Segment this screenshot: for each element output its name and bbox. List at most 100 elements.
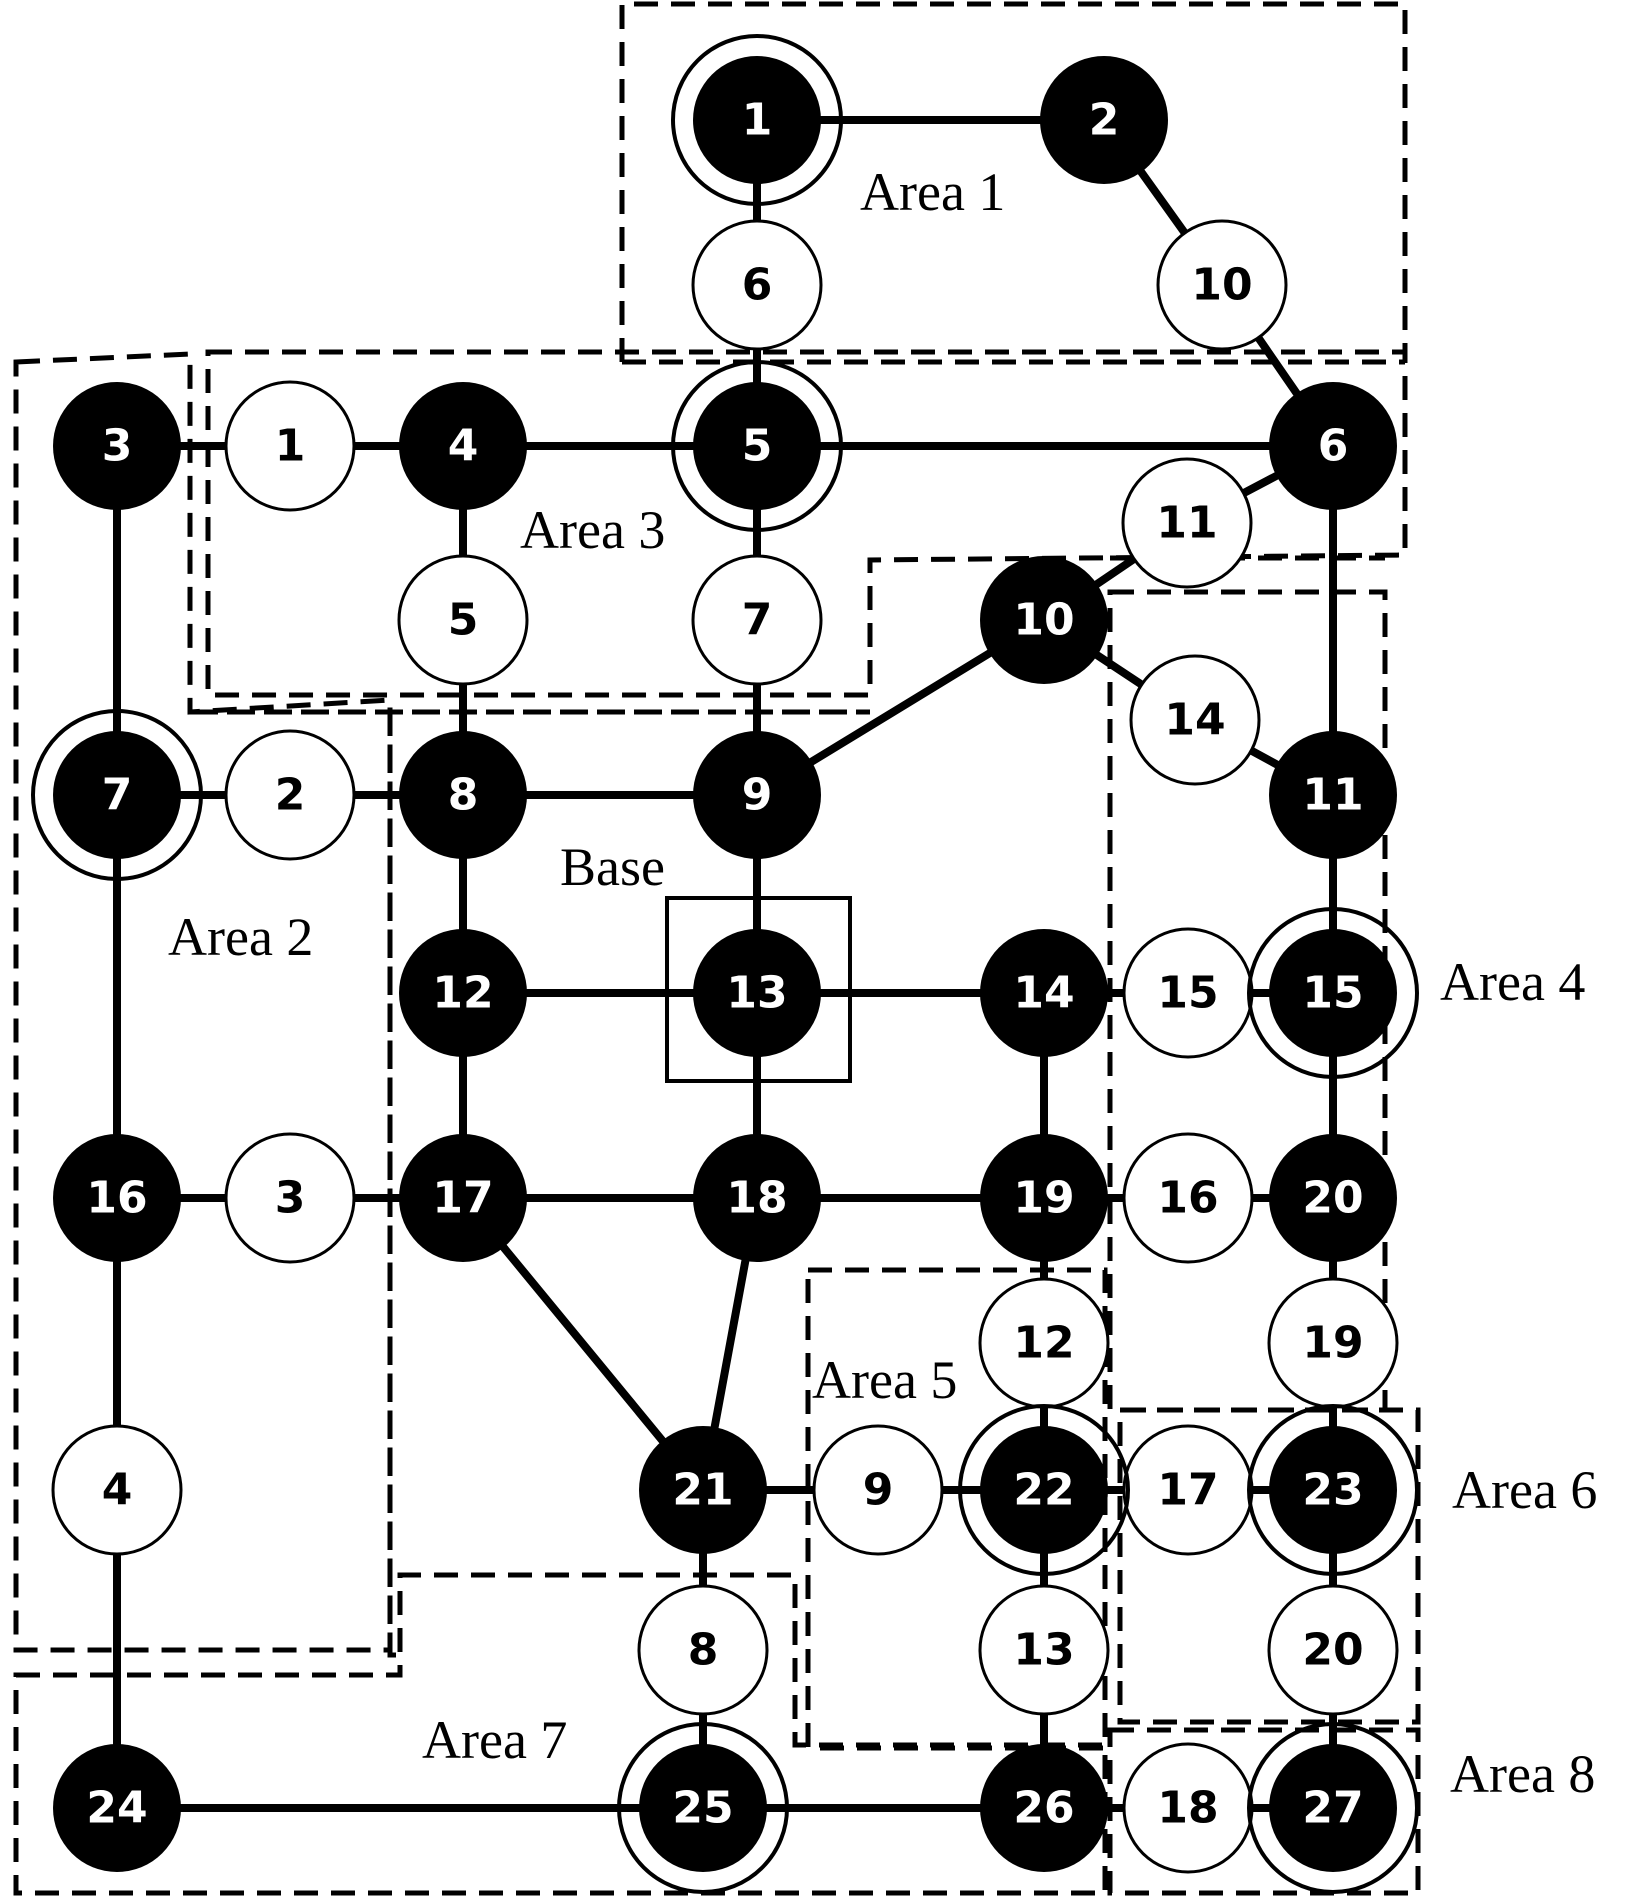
node-circle: [980, 929, 1108, 1057]
node-circle: [1129, 654, 1261, 786]
black-node-27: 27: [1247, 1722, 1419, 1894]
white-node-7: 7: [691, 554, 823, 686]
white-node-13: 13: [978, 1584, 1110, 1716]
node-circle: [639, 1744, 767, 1872]
node-circle: [691, 554, 823, 686]
node-ring: [1247, 907, 1419, 1079]
black-node-3: 3: [53, 382, 181, 510]
node-label: 6: [742, 260, 773, 311]
white-node-16: 16: [1122, 1132, 1254, 1264]
black-node-6: 6: [1269, 382, 1397, 510]
black-node-22: 22: [958, 1404, 1130, 1576]
area-labels: Area 1 Area 2 Area 3 Area 4 Area 5 Area …: [168, 162, 1597, 1804]
node-circle: [1122, 1132, 1254, 1264]
area6-boundary: [1117, 1407, 1421, 1725]
node-circle: [53, 731, 181, 859]
black-node-1: 1: [671, 34, 843, 206]
white-node-9: 9: [812, 1424, 944, 1556]
node-label: 10: [1013, 595, 1074, 646]
black-node-2: 2: [1040, 56, 1168, 184]
black-node-8: 8: [399, 731, 527, 859]
white-node-1: 1: [224, 380, 356, 512]
area5-boundary: [805, 1267, 1108, 1751]
base-boundary: [387, 712, 400, 1658]
node-circle: [693, 731, 821, 859]
black-node-9: 9: [693, 731, 821, 859]
node-label: 20: [1302, 1173, 1363, 1224]
node-circle: [1269, 382, 1397, 510]
black-node-16: 16: [53, 1134, 181, 1262]
node-label: 12: [1013, 1318, 1074, 1369]
node-label: 3: [102, 421, 133, 472]
node-label: 21: [672, 1465, 733, 1516]
node-label: 26: [1013, 1783, 1074, 1834]
area5-label: Area 5: [812, 1350, 957, 1410]
black-node-4: 4: [399, 382, 527, 510]
node-circle: [1121, 457, 1253, 589]
white-node-4: 4: [51, 1424, 183, 1556]
node-ring: [617, 1722, 789, 1894]
black-node-23: 23: [1247, 1404, 1419, 1576]
white-node-15: 15: [1122, 927, 1254, 1059]
node-label: 7: [742, 595, 773, 646]
black-node-21: 21: [639, 1426, 767, 1554]
node-circle: [693, 1134, 821, 1262]
node-label: 10: [1191, 260, 1252, 311]
node-circle: [1122, 1424, 1254, 1556]
black-node-24: 24: [53, 1744, 181, 1872]
node-circle: [1122, 1742, 1254, 1874]
node-circle: [637, 1584, 769, 1716]
node-label: 17: [1157, 1465, 1218, 1516]
node-circle: [1269, 731, 1397, 859]
white-node-19: 19: [1267, 1277, 1399, 1409]
node-circle: [399, 382, 527, 510]
black-node-19: 19: [980, 1134, 1108, 1262]
node-circle: [224, 380, 356, 512]
node-label: 23: [1302, 1465, 1363, 1516]
node-ring: [958, 1404, 1130, 1576]
node-ring: [671, 34, 843, 206]
node-label: 13: [1013, 1625, 1074, 1676]
area7-boundary: [13, 1572, 1108, 1896]
black-node-25: 25: [617, 1722, 789, 1894]
node-circle: [693, 56, 821, 184]
black-node-12: 12: [399, 929, 527, 1057]
node-ring: [1247, 1404, 1419, 1576]
node-circle: [1040, 56, 1168, 184]
node-label: 2: [1089, 95, 1120, 146]
node-circle: [691, 219, 823, 351]
node-label: 8: [688, 1625, 719, 1676]
node-label: 9: [863, 1465, 894, 1516]
node-circle: [399, 929, 527, 1057]
white-node-2: 2: [224, 729, 356, 861]
node-label: 16: [86, 1173, 147, 1224]
node-label: 14: [1164, 695, 1225, 746]
node-circle: [980, 1744, 1108, 1872]
area7-label: Area 7: [422, 1710, 567, 1770]
node-circle: [397, 554, 529, 686]
node-label: 7: [102, 770, 133, 821]
node-circle: [224, 729, 356, 861]
white-node-8: 8: [637, 1584, 769, 1716]
node-circle: [980, 556, 1108, 684]
area2-boundary: [13, 351, 393, 1653]
node-label: 2: [275, 770, 306, 821]
node-label: 18: [726, 1173, 787, 1224]
black-node-7: 7: [31, 709, 203, 881]
white-node-5: 5: [397, 554, 529, 686]
area8-label: Area 8: [1450, 1744, 1595, 1804]
node-label: 19: [1302, 1318, 1363, 1369]
base-label: Base: [560, 837, 665, 897]
node-label: 5: [448, 595, 479, 646]
node-label: 13: [726, 968, 787, 1019]
node-label: 27: [1302, 1783, 1363, 1834]
node-circle: [399, 731, 527, 859]
black-node-17: 17: [399, 1134, 527, 1262]
node-label: 6: [1318, 421, 1349, 472]
node-circle: [812, 1424, 944, 1556]
node-circle: [1267, 1584, 1399, 1716]
node-circle: [1269, 929, 1397, 1057]
node-label: 18: [1157, 1783, 1218, 1834]
node-circle: [639, 1426, 767, 1554]
node-label: 17: [432, 1173, 493, 1224]
